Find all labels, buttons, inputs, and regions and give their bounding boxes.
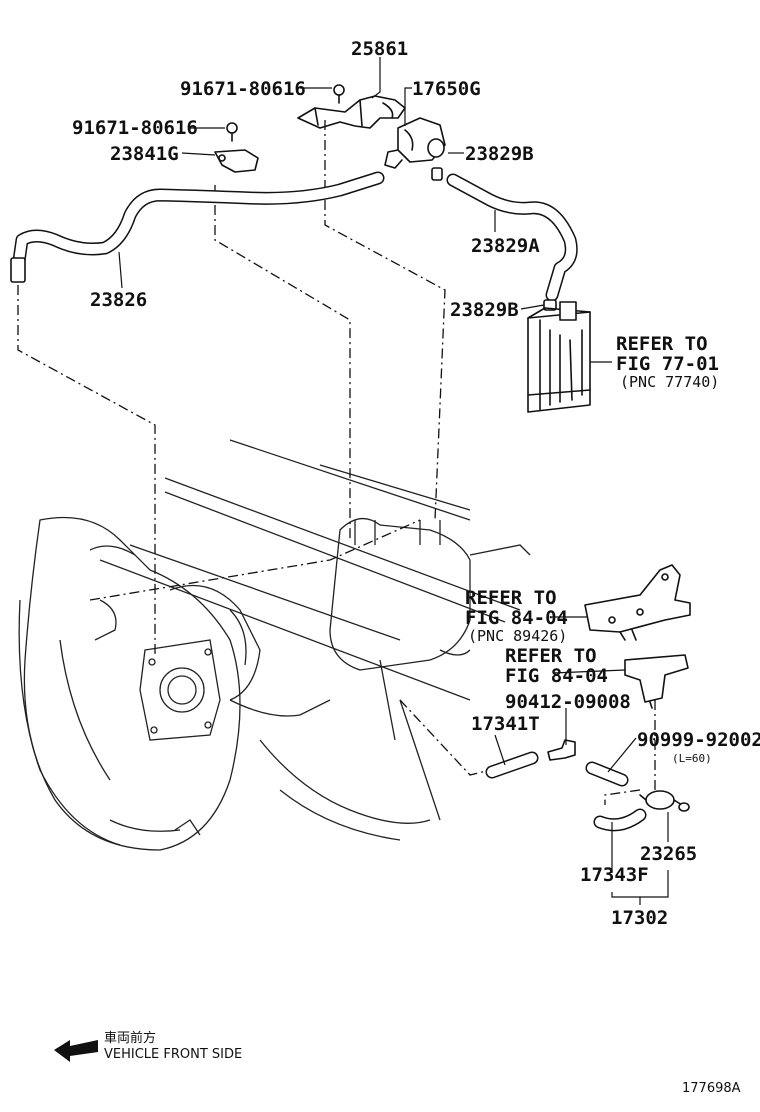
engine-outline — [18, 439, 531, 851]
charcoal-canister — [527, 301, 591, 413]
label-90412: 90412-09008 — [505, 691, 631, 713]
direction-label-en: VEHICLE FRONT SIDE — [104, 1047, 242, 1062]
union-90412 — [547, 739, 576, 761]
label-90999: 90999-92002 — [637, 729, 760, 751]
ref-canister-line2: FIG 77-01 — [616, 353, 719, 375]
ref-canister-line3: (PNC 77740) — [620, 373, 719, 391]
label-23829A: 23829A — [471, 235, 540, 257]
hose-90999 — [585, 761, 629, 787]
vsv-valve-17650G — [384, 117, 446, 169]
hose-23829A — [446, 173, 578, 302]
ref-canister-line1: REFER TO — [616, 333, 708, 355]
leader-lines — [118, 57, 669, 905]
ref-bracket-line2: FIG 84-04 — [465, 607, 568, 629]
direction-label-jp: 車両前方 — [104, 1030, 156, 1046]
ref-sensor-line2: FIG 84-04 — [505, 665, 608, 687]
bracket-89426 — [584, 564, 691, 641]
label-23265: 23265 — [640, 843, 697, 865]
direction-arrow-icon — [54, 1040, 98, 1062]
part-labels: 25861 91671-80616 17650G 91671-80616 238… — [72, 38, 760, 929]
label-23829B-low: 23829B — [450, 299, 519, 321]
label-23826: 23826 — [90, 289, 147, 311]
ref-sensor-line1: REFER TO — [505, 645, 597, 667]
label-17341T: 17341T — [471, 713, 540, 735]
hose-23826 — [10, 171, 385, 283]
label-17650G: 17650G — [412, 78, 481, 100]
bolt-icon — [333, 84, 345, 104]
hose-17341T — [485, 751, 539, 779]
ref-bracket-line1: REFER TO — [465, 587, 557, 609]
label-91671-left: 91671-80616 — [72, 117, 198, 139]
figure-id: 177698A — [682, 1081, 741, 1096]
label-91671-top: 91671-80616 — [180, 78, 306, 100]
clip-23829B — [431, 167, 443, 181]
pressure-sensor — [624, 654, 689, 709]
bracket-23841G — [214, 149, 259, 173]
connection-phantom-lines — [17, 120, 656, 805]
label-25861: 25861 — [351, 38, 408, 60]
bolt-icon — [226, 122, 238, 142]
bracket-25861 — [297, 95, 406, 129]
label-23829B-top: 23829B — [465, 143, 534, 165]
label-17343F: 17343F — [580, 864, 649, 886]
label-23841G: 23841G — [110, 143, 179, 165]
hose-17343F — [593, 808, 647, 832]
label-17302: 17302 — [611, 907, 668, 929]
check-valve-23265 — [639, 790, 690, 812]
label-90999-length: (L=60) — [672, 752, 712, 765]
ref-bracket-line3: (PNC 89426) — [468, 627, 567, 645]
